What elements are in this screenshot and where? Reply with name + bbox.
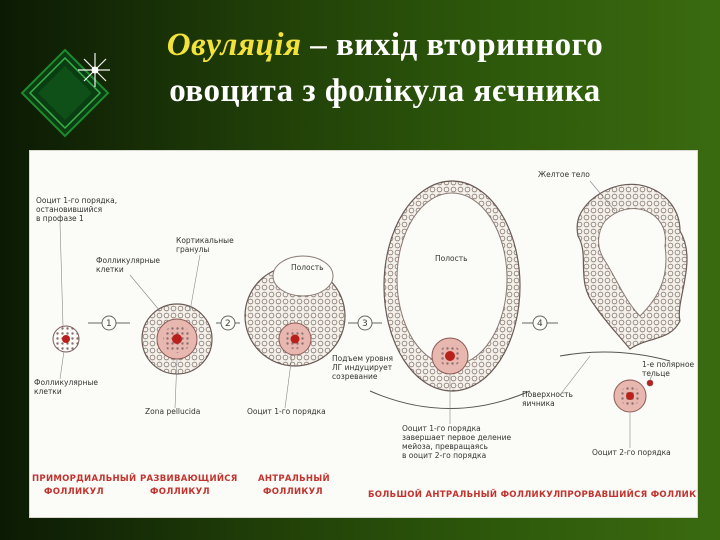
leader-lines: [59, 180, 653, 448]
label-lh-surge: Подъем уровня ЛГ индуцирует созревание: [332, 354, 395, 381]
title-line-2: овоцита з фолікула яєчника: [169, 73, 601, 109]
ruptured-follicle: [559, 183, 688, 413]
label-cavity-large: Полость: [435, 254, 468, 263]
diamond-bullet-icon: [20, 48, 112, 138]
title-emphasis: Овуляція: [166, 27, 302, 63]
step-1-number: 1: [106, 319, 112, 329]
label-polar-body: 1-е полярное тельце: [642, 360, 697, 378]
label-oocyte1-completes: Ооцит 1-го порядка завершает первое деле…: [402, 424, 513, 460]
label-oocyte-prophase: Ооцит 1-го порядка, остановившийся в про…: [36, 196, 119, 223]
ovulation-diagram: 1 2 3 4 Ооцит 1-го порядка, остановивший…: [29, 150, 698, 518]
step-2-number: 2: [225, 319, 231, 329]
label-corpus-luteum: Желтое тело: [538, 170, 590, 179]
slide-title: Овуляція – вихід вторинного овоцита з фо…: [60, 22, 710, 114]
stage-label-developing: РАЗВИВАЮЩИЙСЯ ФОЛЛИКУЛ: [140, 472, 241, 497]
title-line-1-rest: – вихід вторинного: [301, 27, 604, 63]
label-follicular-cells-top: Фолликулярные клетки: [96, 256, 162, 274]
antral-follicle: [244, 255, 346, 367]
stage-label-large-antral: БОЛЬШОЙ АНТРАЛЬНЫЙ ФОЛЛИКУЛ: [368, 488, 560, 500]
label-follicular-cells-bottom: Фолликулярные клетки: [34, 378, 100, 396]
stage-label-ruptured: ПРОРВАВШИЙСЯ ФОЛЛИКУЛ: [560, 488, 697, 500]
step-3-number: 3: [362, 319, 368, 329]
label-ovary-surface: Поверхность яичника: [522, 390, 575, 408]
stage-label-antral: АНТРАЛЬНЫЙ ФОЛЛИКУЛ: [258, 472, 333, 497]
label-oocyte1-antral: Ооцит 1-го порядка: [247, 407, 326, 416]
stage-label-primordial: ПРИМОРДИАЛЬНЫЙ ФОЛЛИКУЛ: [32, 472, 140, 497]
step-arrows: [88, 315, 558, 331]
diagram-svg: 1 2 3 4 Ооцит 1-го порядка, остановивший…: [32, 170, 697, 500]
label-cortical-granules: Кортикальные гранулы: [176, 236, 236, 254]
large-antral-follicle: [369, 180, 531, 409]
primordial-follicle: [52, 325, 80, 353]
label-cavity-antral: Полость: [291, 263, 324, 272]
label-oocyte2: Ооцит 2-го порядка: [592, 448, 671, 457]
label-zona-pellucida: Zona pellucida: [145, 407, 200, 416]
step-4-number: 4: [537, 319, 543, 329]
title-line-1: Овуляція – вихід вторинного: [60, 22, 710, 68]
developing-follicle: [141, 303, 213, 375]
